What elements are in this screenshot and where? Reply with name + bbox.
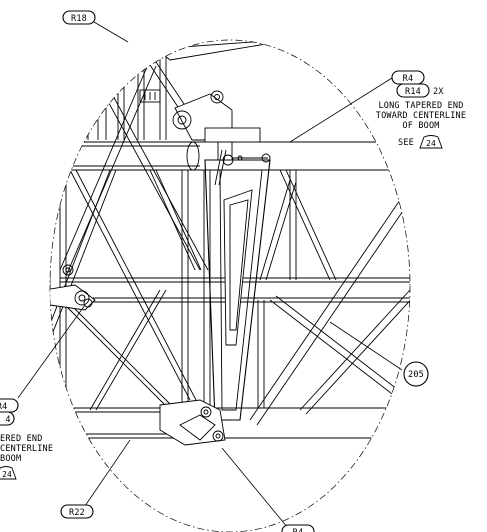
callout-r22-text: R22 (69, 508, 85, 518)
note-left: ERED END CENTERLINE BOOM 24 (0, 434, 53, 480)
upper-top-assembly (108, 40, 292, 103)
right-verticals (257, 170, 297, 408)
callout-r14-left-text: 4 (5, 415, 10, 425)
leader-lines (17, 21, 403, 529)
left-verticals (50, 40, 167, 440)
callout-r22: R22 (60, 504, 94, 519)
note-top-line-1: LONG TAPERED END (378, 101, 463, 111)
note-top-right: LONG TAPERED END TOWARD CENTERLINE OF BO… (376, 101, 466, 149)
ref-24-top: 24 (426, 139, 436, 148)
top-bracket (172, 90, 271, 186)
note-left-line-2: CENTERLINE (0, 444, 53, 454)
callout-r4-r14-top: R4 R14 2X (391, 70, 444, 98)
lower-tube (50, 407, 410, 439)
vertical-strut (181, 169, 211, 421)
callout-r14-top-text: R14 (405, 87, 421, 97)
note-top-line-3: OF BOOM (402, 121, 439, 131)
upper-tube (50, 141, 410, 171)
truss-structure (50, 40, 410, 446)
callout-r4-bottom: R4 (281, 524, 315, 532)
lower-left-fitting (50, 264, 96, 311)
mid-rail (60, 277, 410, 303)
see-reference-top: SEE (398, 138, 414, 148)
callout-r4-bottom-text: R4 (293, 528, 304, 532)
quantity-2x: 2X (433, 87, 444, 97)
center-tapered-brace (204, 159, 271, 421)
callout-205: 205 (403, 361, 429, 387)
callout-r4-top-text: R4 (403, 74, 414, 84)
note-top-line-2: TOWARD CENTERLINE (376, 111, 466, 121)
bottom-bracket (159, 399, 226, 446)
note-left-line-1: ERED END (0, 434, 43, 444)
callout-205-text: 205 (408, 370, 424, 380)
note-left-line-3: BOOM (0, 454, 21, 464)
callout-r4-left: R4 4 (0, 398, 19, 426)
callout-r4-left-text: R4 (0, 402, 7, 412)
callout-r18-text: R18 (71, 14, 87, 24)
callout-r18: R18 (62, 10, 96, 25)
ref-24-left: 24 (2, 470, 12, 479)
